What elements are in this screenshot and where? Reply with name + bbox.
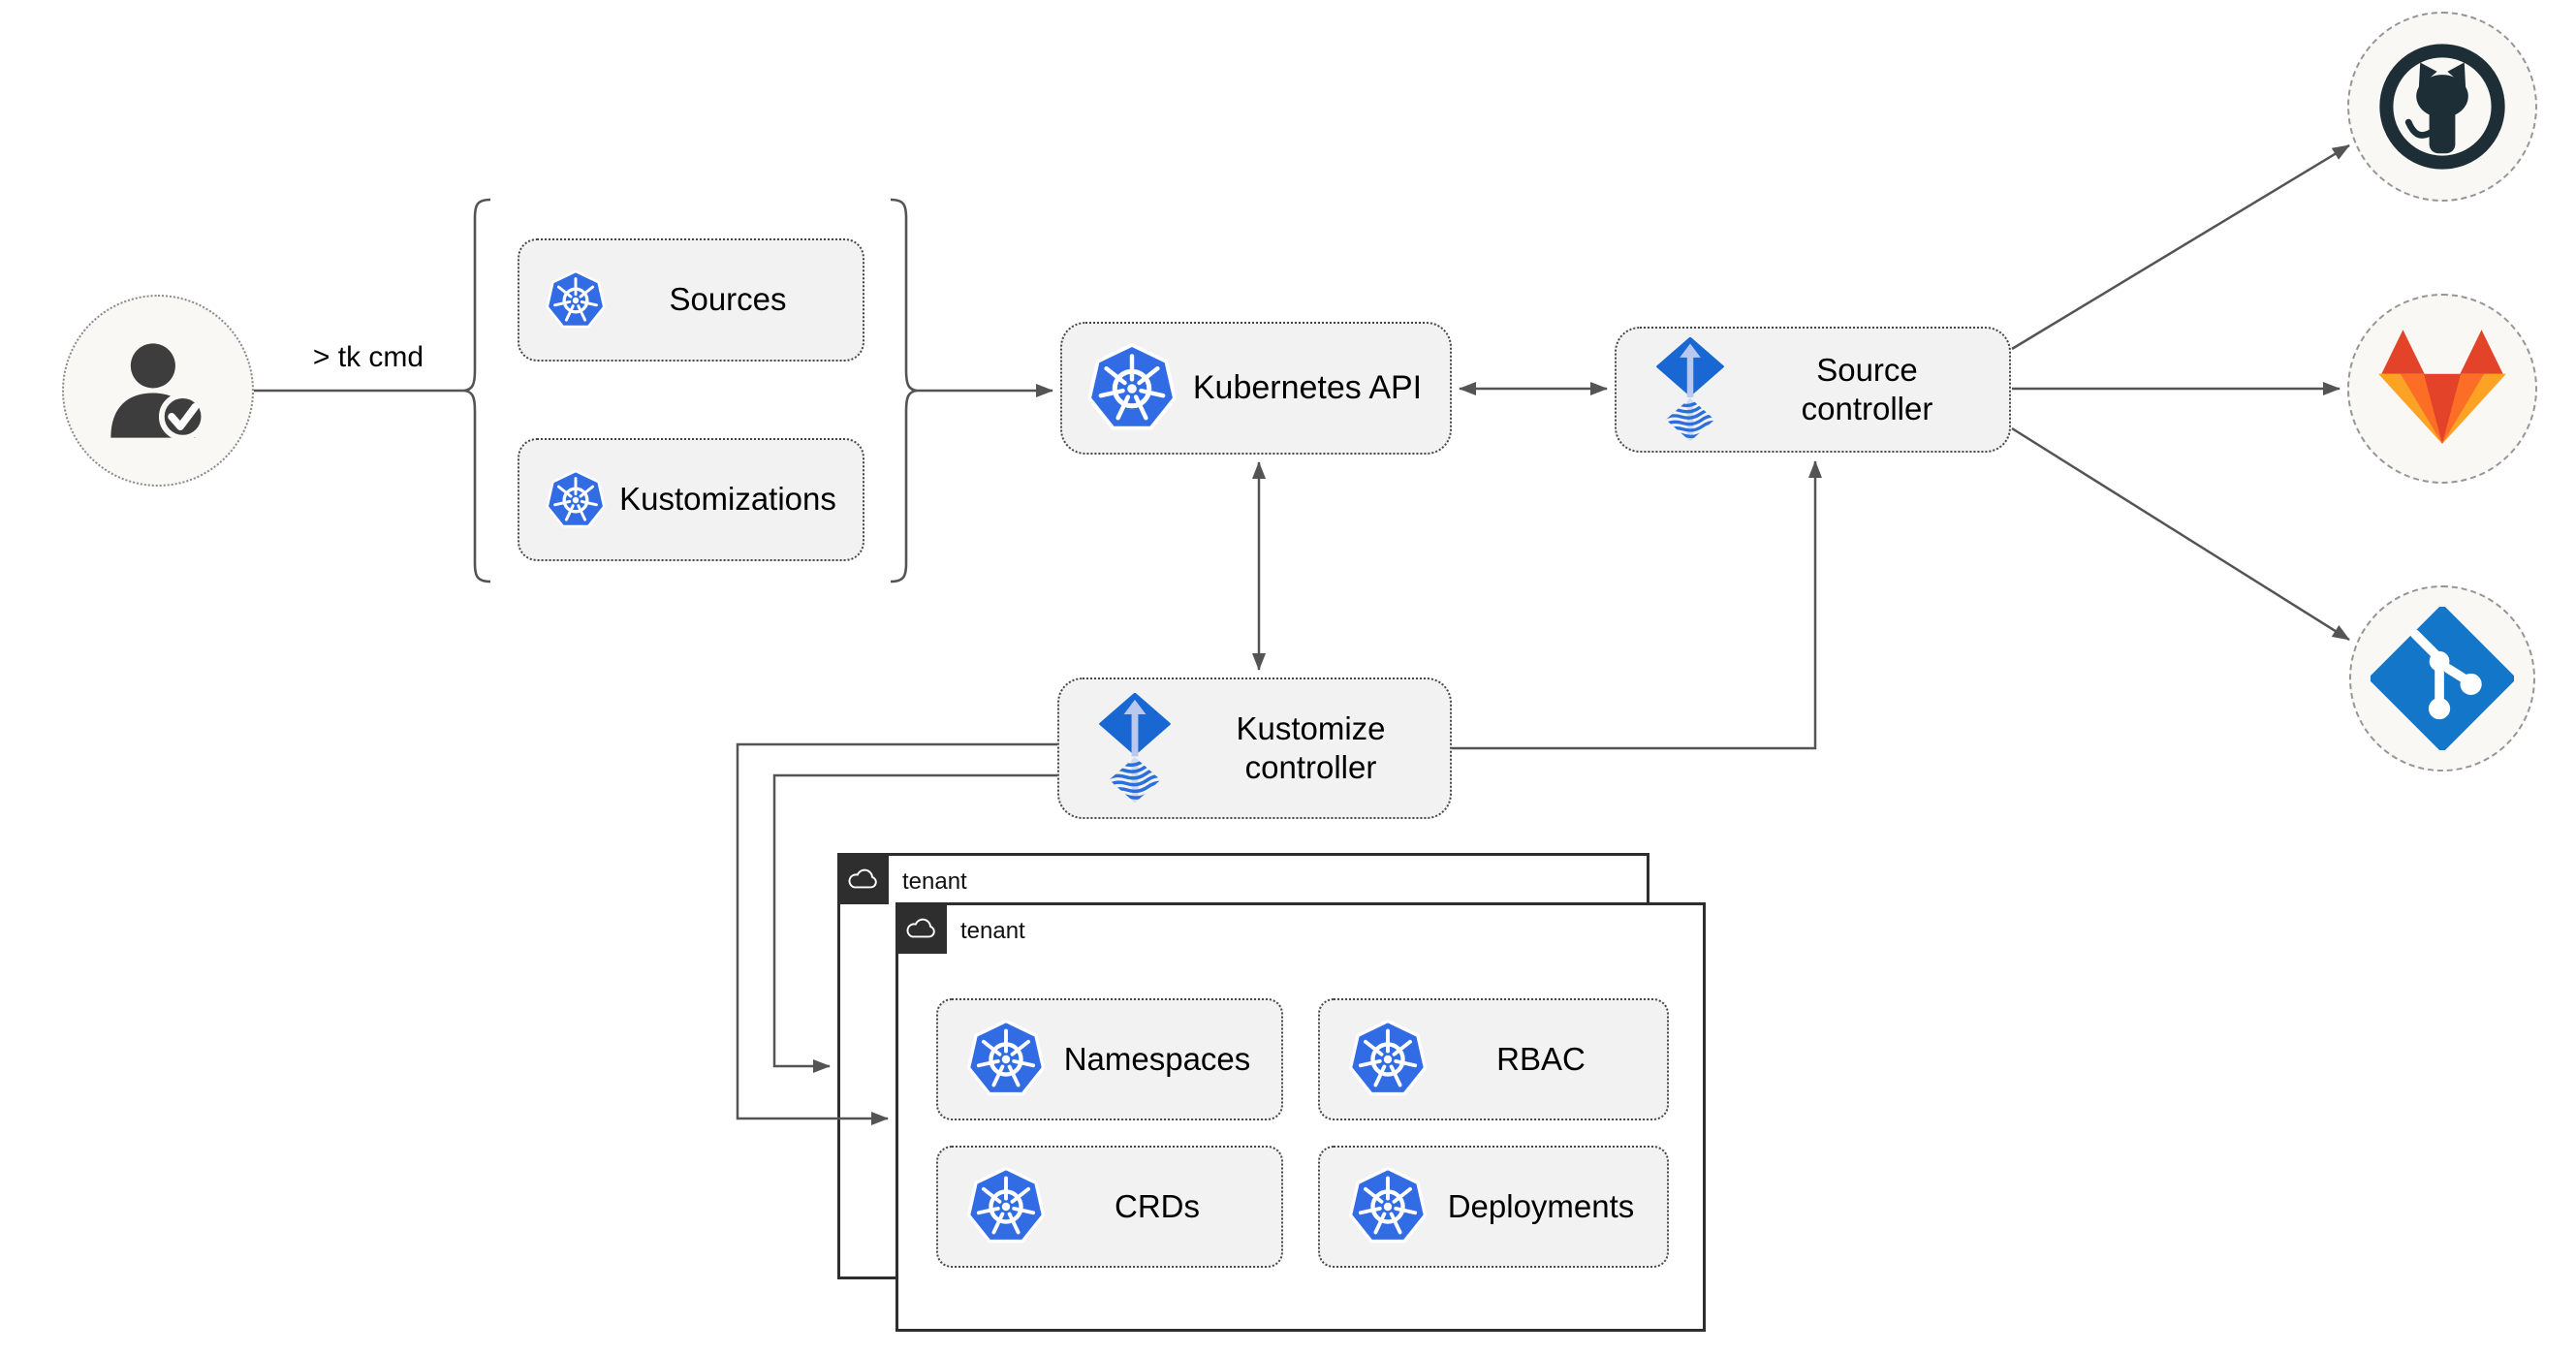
tenant-tab	[837, 853, 889, 904]
gitlab-provider-circle	[2347, 294, 2537, 484]
tenant-tab	[895, 902, 947, 954]
deployments-box: Deployments	[1318, 1146, 1669, 1268]
source-controller-box: Source controller	[1615, 327, 2011, 453]
crds-label: CRDs	[1115, 1187, 1200, 1224]
edge-source-to-github	[2011, 143, 2350, 351]
kustomizations-box: Kustomizations	[518, 438, 864, 561]
sources-box: Sources	[518, 238, 864, 362]
flux-icon	[1098, 693, 1172, 804]
cli-command-label: > tk cmd	[312, 341, 424, 373]
left-brace	[463, 198, 491, 583]
kustomize-controller-label: Kustomize controller	[1236, 709, 1386, 785]
kubernetes-icon	[545, 469, 607, 531]
deployments-label: Deployments	[1447, 1187, 1635, 1224]
tenant-label: tenant	[960, 917, 1025, 944]
kustomize-controller-box: Kustomize controller	[1057, 678, 1452, 819]
github-icon	[2377, 42, 2507, 172]
kubernetes-icon	[965, 1166, 1047, 1247]
git-icon	[2371, 607, 2514, 750]
gitlab-icon	[2369, 325, 2516, 453]
namespaces-label: Namespaces	[1063, 1040, 1251, 1077]
kubernetes-icon	[965, 1019, 1047, 1100]
cloud-icon	[846, 867, 881, 892]
right-brace	[890, 198, 918, 583]
git-provider-circle	[2349, 585, 2535, 772]
sources-label: Sources	[669, 281, 787, 318]
flux-icon	[1655, 337, 1725, 442]
source-controller-label: Source controller	[1801, 351, 1933, 426]
rbac-label: RBAC	[1496, 1040, 1586, 1077]
kubernetes-icon	[1347, 1019, 1429, 1100]
kubernetes-api-label: Kubernetes API	[1192, 368, 1423, 406]
kubernetes-api-box: Kubernetes API	[1060, 322, 1452, 455]
rbac-box: RBAC	[1318, 998, 1669, 1120]
user-check-icon	[96, 329, 220, 453]
kubernetes-icon	[1347, 1166, 1429, 1247]
user-circle	[62, 295, 254, 487]
tenant-label: tenant	[902, 867, 967, 895]
crds-box: CRDs	[936, 1146, 1283, 1268]
github-provider-circle	[2347, 12, 2537, 202]
cloud-icon	[904, 916, 939, 941]
edge-kustomize-to-source	[1452, 460, 1822, 750]
kubernetes-icon	[545, 269, 607, 331]
kubernetes-icon	[1085, 342, 1178, 435]
namespaces-box: Namespaces	[936, 998, 1283, 1120]
edge-source-to-git	[2011, 426, 2350, 642]
kustomizations-label: Kustomizations	[619, 481, 836, 518]
